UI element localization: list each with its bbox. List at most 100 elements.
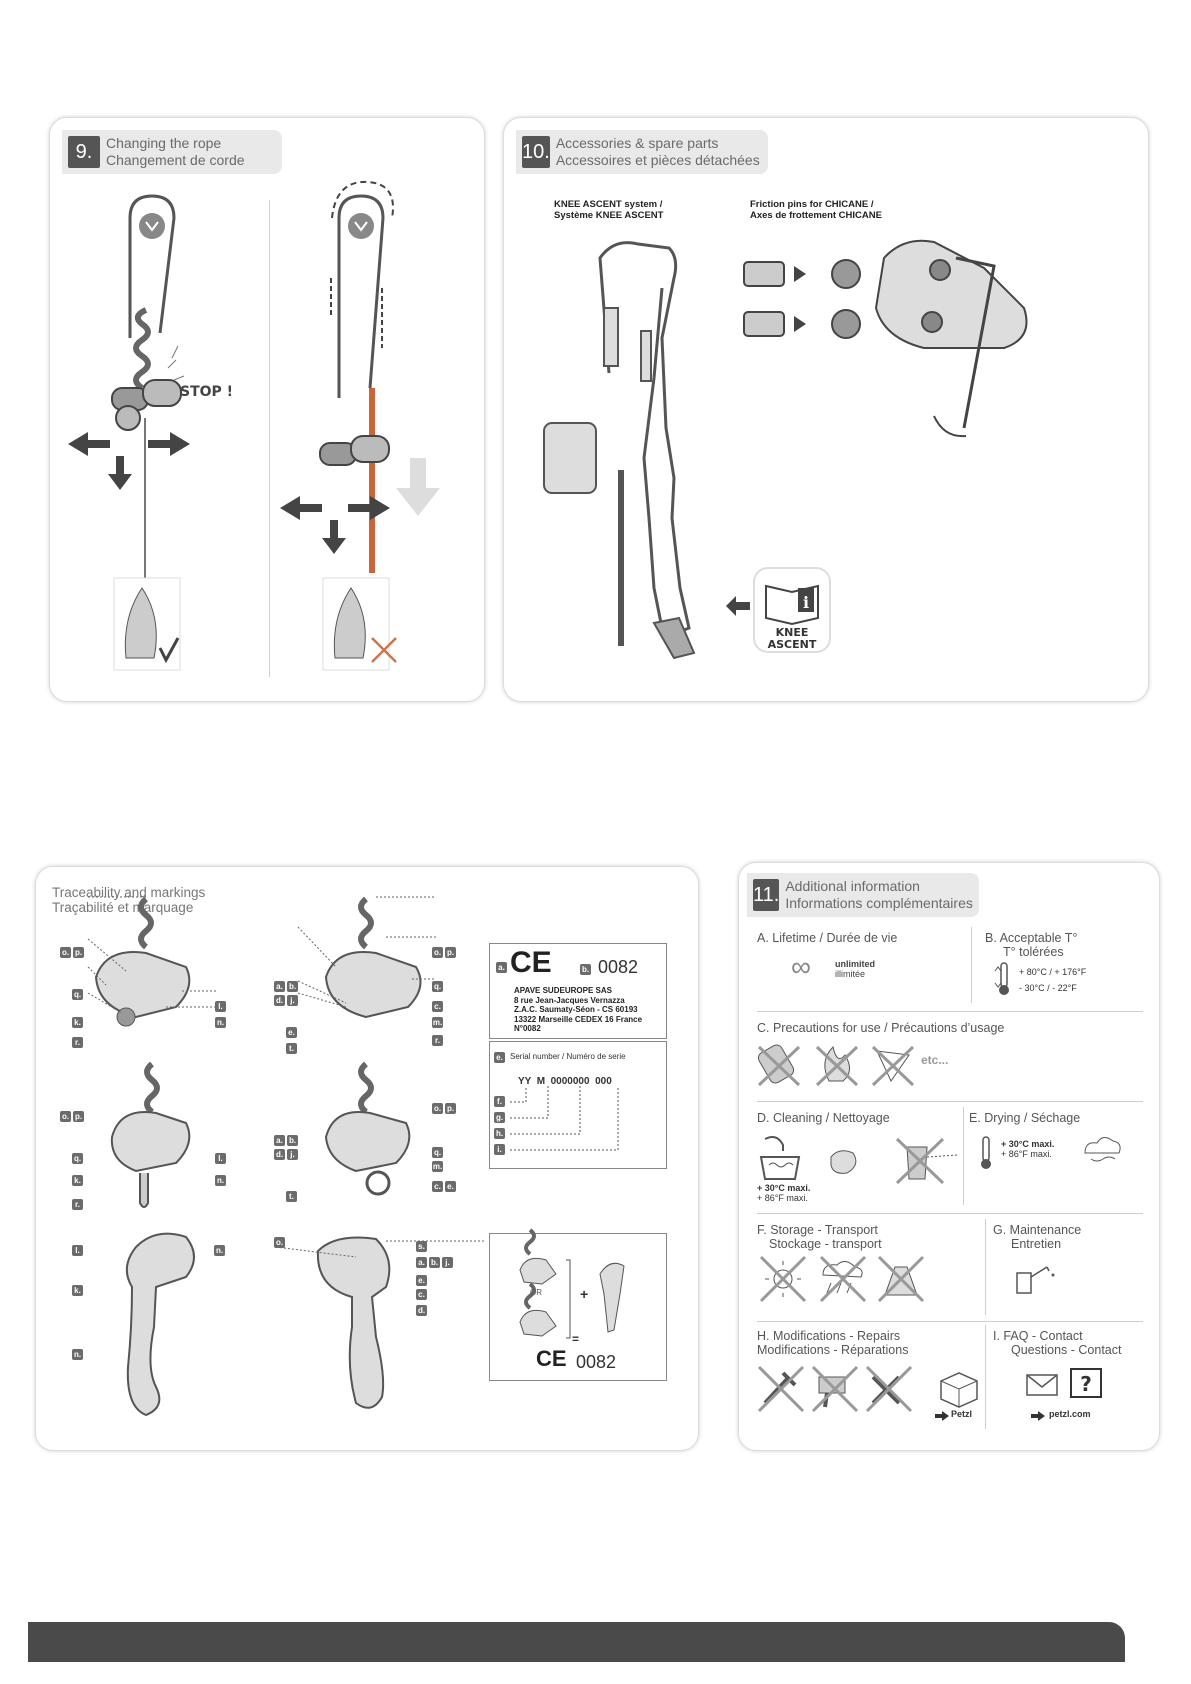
cleaning-temp-f: + 86°F maxi. — [757, 1193, 808, 1203]
tag-k: k. — [72, 1285, 83, 1296]
petzl-link[interactable]: Petzl — [951, 1409, 973, 1419]
svg-text:?: ? — [1080, 1372, 1092, 1396]
tag-c: c. — [432, 1181, 443, 1192]
section-number: 11. — [753, 879, 780, 911]
tag-b: b. — [287, 981, 298, 992]
drying-icons — [981, 1136, 1121, 1169]
lifetime-illimitee: illimitée — [835, 969, 866, 979]
tag-k: k. — [72, 1175, 83, 1186]
manual-label-2: ASCENT — [768, 638, 817, 651]
storage-title: F. Storage - Transport — [757, 1223, 878, 1237]
section-10-header: 10. Accessories & spare parts Accessoire… — [516, 130, 768, 174]
tag-d: d. — [416, 1305, 427, 1316]
or-label: OR — [530, 1288, 542, 1297]
tag-r: r. — [72, 1037, 83, 1048]
cleaning-icons — [759, 1136, 958, 1185]
tag-n: n. — [214, 1245, 225, 1256]
footer-bar — [28, 1622, 1125, 1662]
thermometer-icon — [994, 962, 1009, 995]
tag-l: l. — [215, 1153, 226, 1164]
section-number: 9. — [68, 136, 100, 168]
tag-o: o. — [432, 1103, 443, 1114]
precautions-etc: etc... — [921, 1053, 949, 1067]
section-9-header: 9. Changing the rope Changement de corde — [62, 130, 282, 174]
section-title-fr: Informations complémentaires — [785, 895, 973, 911]
drying-temp-f: + 86°F maxi. — [1001, 1149, 1052, 1159]
serial-number-box: e. Serial number / Numéro de serie YY M … — [489, 1041, 667, 1169]
modifications-title-fr: Modifications - Réparations — [757, 1343, 909, 1357]
drying-title: E. Drying / Séchage — [969, 1111, 1081, 1125]
section-10-panel: 10. Accessories & spare parts Accessoire… — [503, 117, 1149, 702]
check-icon — [158, 637, 180, 664]
tag-f: f. — [494, 1096, 505, 1107]
tag-p: p. — [73, 1111, 84, 1122]
ce-mark-bottom: CE — [536, 1346, 567, 1371]
tag-o: o. — [60, 947, 71, 958]
traceability-panel: Traceability and markings Traçabilité et… — [35, 866, 699, 1451]
apave-line-1: APAVE SUDEUROPE SAS — [514, 986, 612, 995]
plus-label: + — [580, 1286, 589, 1302]
apave-line-3: Z.A.C. Saumaty-Séon - CS 60193 — [514, 1005, 638, 1014]
tag-q: q. — [72, 1153, 83, 1164]
section-title-fr: Changement de corde — [106, 152, 245, 168]
device-markings-diagrams — [87, 896, 486, 1417]
precautions-icons — [757, 1044, 915, 1087]
tag-a: a. — [416, 1257, 427, 1268]
tag-r: r. — [432, 1035, 443, 1046]
tag-o: o. — [432, 947, 443, 958]
tag-n: n. — [72, 1349, 83, 1360]
maintenance-title: G. Maintenance — [993, 1223, 1082, 1237]
tag-n: n. — [215, 1017, 226, 1028]
tag-r: r. — [72, 1199, 83, 1210]
arrow-right-icon — [1031, 1411, 1045, 1421]
faq-title: I. FAQ - Contact — [993, 1329, 1083, 1343]
tag-a: a. — [274, 981, 285, 992]
svg-text:i: i — [803, 593, 809, 612]
temperature-title-fr: T° tolérées — [1003, 945, 1064, 959]
stop-label: STOP ! — [180, 384, 233, 400]
tag-q: q. — [432, 1147, 443, 1158]
tag-l: l. — [215, 1001, 226, 1012]
tag-e: e. — [494, 1052, 505, 1063]
petzl-com-link[interactable]: petzl.com — [1049, 1409, 1091, 1419]
tag-g: g. — [494, 1112, 505, 1123]
envelope-icon — [1026, 1374, 1058, 1396]
serial-format: YY M 0000000 000 — [518, 1076, 612, 1087]
tag-q: q. — [72, 989, 83, 1000]
friction-pins-label: Friction pins for CHICANE / — [750, 199, 874, 210]
section-title-en: Accessories & spare parts — [555, 135, 719, 151]
infinity-icon: ∞ — [791, 951, 811, 982]
tag-p: p. — [445, 947, 456, 958]
cleaning-temp-c: + 30°C maxi. — [757, 1183, 811, 1193]
section-title-en: Additional information — [785, 878, 920, 894]
assembly-ce-box: OR + = CE 0082 — [489, 1228, 667, 1381]
tag-o: o. — [60, 1111, 71, 1122]
tag-l: l. — [72, 1245, 83, 1256]
cross-icon — [371, 637, 397, 663]
section-9-panel: 9. Changing the rope Changement de corde… — [49, 117, 485, 702]
contact-icons: ? — [1026, 1368, 1102, 1398]
tag-j: j. — [442, 1257, 453, 1268]
apave-line-2: 8 rue Jean-Jacques Vernazza — [514, 995, 625, 1005]
tag-e: e. — [445, 1181, 456, 1192]
column-divider — [269, 200, 270, 677]
maintenance-title-fr: Entretien — [1011, 1237, 1062, 1251]
manual-label-1: KNEE — [776, 626, 809, 639]
tag-d: d. — [274, 1149, 285, 1160]
tag-d: d. — [274, 995, 285, 1006]
tag-e: e. — [286, 1027, 297, 1038]
lifetime-title: A. Lifetime / Durée de vie — [757, 931, 898, 945]
lifetime-unlimited: unlimited — [835, 959, 875, 969]
knee-ascent-label-fr: Système KNEE ASCENT — [554, 210, 664, 221]
tag-k: k. — [72, 1017, 83, 1028]
tag-b: b. — [580, 964, 591, 975]
tag-t: t. — [286, 1191, 297, 1202]
tag-m: m. — [432, 1161, 443, 1172]
tag-a: a. — [496, 962, 507, 973]
cleaning-title: D. Cleaning / Nettoyage — [757, 1111, 890, 1125]
tag-j: j. — [287, 1149, 298, 1160]
oil-can-icon — [1016, 1266, 1055, 1294]
tag-t: t. — [286, 1043, 297, 1054]
tag-i: i. — [494, 1144, 505, 1155]
tag-c: c. — [416, 1289, 427, 1300]
